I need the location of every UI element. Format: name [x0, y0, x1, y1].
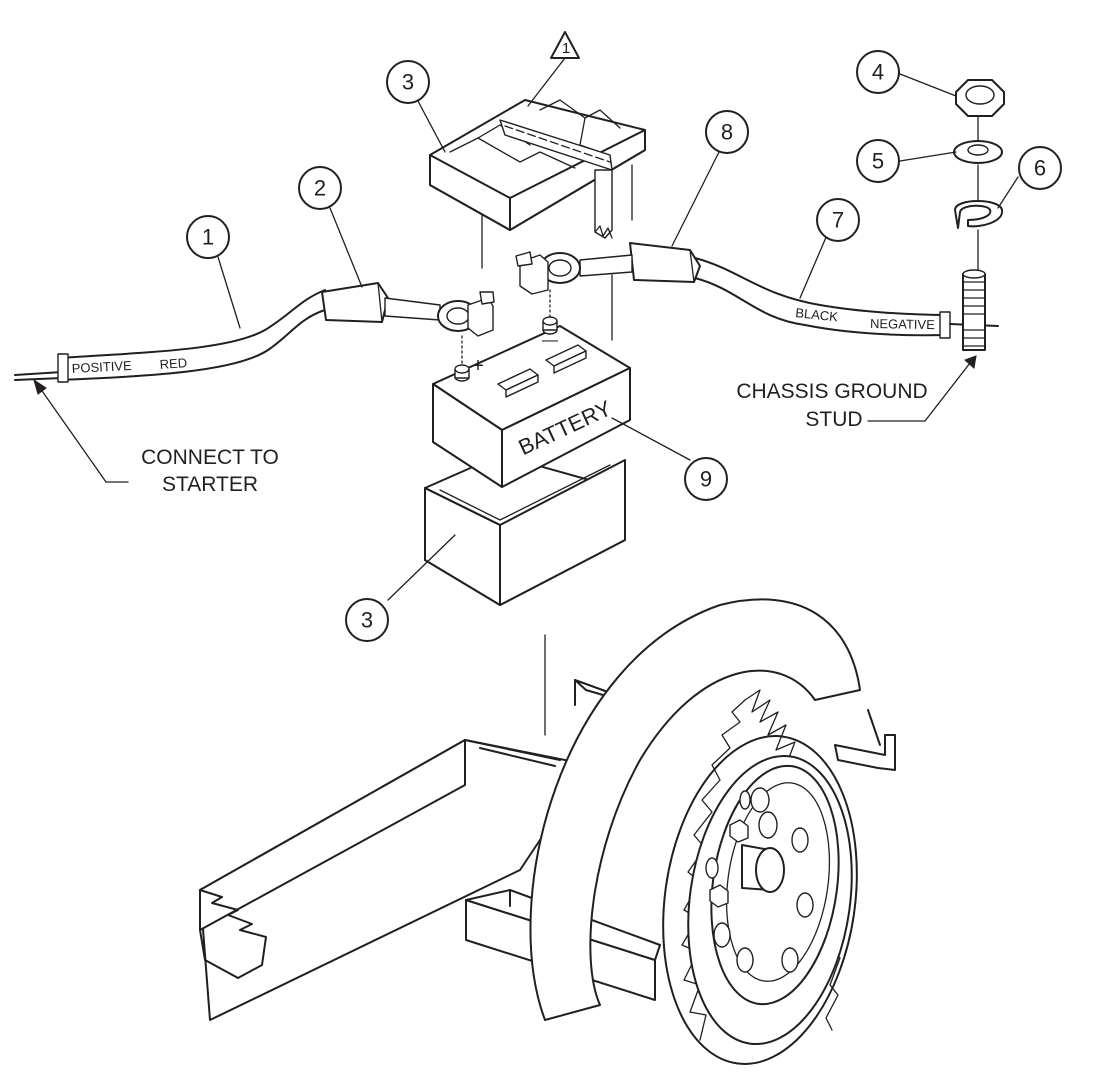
leader-lines [33, 57, 1019, 601]
callout-3-bottom: 3 [345, 598, 389, 642]
callout-8-number: 8 [721, 120, 733, 145]
callout-2: 2 [298, 166, 342, 210]
positive-cable: POSITIVE RED [14, 282, 495, 383]
callout-9-number: 9 [700, 467, 712, 492]
callout-9: 9 [684, 457, 728, 501]
chassis-ground-label-line2: STUD [805, 408, 862, 431]
connect-to-starter-label-line1: CONNECT TO [141, 446, 279, 469]
red-label: RED [159, 355, 187, 372]
callout-5-number: 5 [872, 149, 884, 174]
negative-cable: BLACK NEGATIVE [515, 242, 999, 339]
wheel-assembly [529, 598, 861, 1065]
connect-to-starter-label-line2: STARTER [162, 473, 258, 496]
callout-7-number: 7 [832, 208, 844, 233]
black-label: BLACK [795, 305, 839, 324]
battery-plus-sign: + [472, 355, 484, 377]
note-flag-number: 1 [562, 40, 570, 57]
battery-minus-sign: — [542, 332, 558, 349]
callout-5: 5 [856, 139, 900, 183]
negative-label: NEGATIVE [870, 316, 935, 332]
callout-6: 6 [1018, 146, 1062, 190]
callout-3-top: 3 [386, 60, 430, 104]
callout-3-bottom-number: 3 [361, 608, 373, 633]
battery: + — BATTERY [432, 289, 631, 488]
callout-6-number: 6 [1034, 156, 1046, 181]
battery-hold-down [429, 99, 646, 239]
callout-1: 1 [186, 215, 230, 259]
callout-2-number: 2 [314, 176, 326, 201]
callout-4-number: 4 [872, 60, 884, 85]
ground-stud-hardware [953, 79, 1005, 351]
chassis-ground-label-line1: CHASSIS GROUND [736, 380, 927, 403]
callout-7: 7 [816, 198, 860, 242]
callout-1-number: 1 [202, 225, 214, 250]
note-flag: 1 [550, 31, 580, 59]
battery-tray [424, 454, 626, 606]
callout-8: 8 [705, 110, 749, 154]
callout-3-top-number: 3 [402, 70, 414, 95]
callout-4: 4 [856, 50, 900, 94]
positive-label: POSITIVE [71, 358, 132, 376]
